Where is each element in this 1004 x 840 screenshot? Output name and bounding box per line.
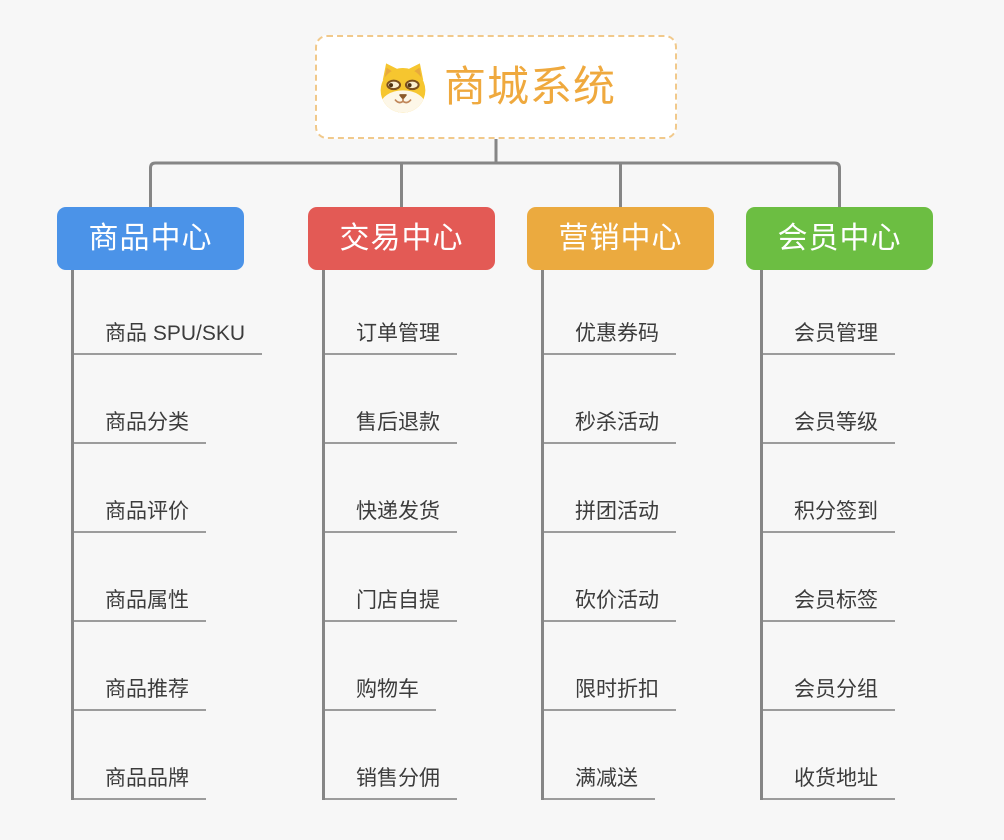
root-topic[interactable]: 商城系统 <box>315 35 677 139</box>
subtopic-item[interactable]: 满减送 <box>544 711 655 800</box>
dog-face-icon <box>380 63 426 113</box>
subtopic-item[interactable]: 砍价活动 <box>544 533 676 622</box>
subtopic-item[interactable]: 限时折扣 <box>544 622 676 711</box>
subtopic-item[interactable]: 销售分佣 <box>325 711 457 800</box>
subtopic-item[interactable]: 会员管理 <box>763 270 895 355</box>
branch-topic-marketing-center[interactable]: 营销中心 <box>527 207 714 270</box>
subtopic-item[interactable]: 会员分组 <box>763 622 895 711</box>
branch-children-trade-center: 订单管理 售后退款 快递发货 门店自提 购物车 销售分佣 <box>322 270 457 800</box>
branch-topic-product-center[interactable]: 商品中心 <box>57 207 244 270</box>
subtopic-item[interactable]: 商品 SPU/SKU <box>74 270 263 355</box>
subtopic-item[interactable]: 商品分类 <box>74 355 206 444</box>
subtopic-item[interactable]: 优惠券码 <box>544 270 676 355</box>
branch-children-product-center: 商品 SPU/SKU 商品分类 商品评价 商品属性 商品推荐 商品品牌 <box>71 270 263 800</box>
subtopic-item[interactable]: 拼团活动 <box>544 444 676 533</box>
branch-topic-trade-center[interactable]: 交易中心 <box>308 207 495 270</box>
subtopic-item[interactable]: 商品品牌 <box>74 711 206 800</box>
subtopic-item[interactable]: 秒杀活动 <box>544 355 676 444</box>
root-topic-label: 商城系统 <box>443 63 616 110</box>
subtopic-item[interactable]: 商品推荐 <box>74 622 206 711</box>
subtopic-item[interactable]: 快递发货 <box>325 444 457 533</box>
branch-children-member-center: 会员管理 会员等级 积分签到 会员标签 会员分组 收货地址 <box>760 270 895 800</box>
subtopic-item[interactable]: 商品属性 <box>74 533 206 622</box>
subtopic-item[interactable]: 售后退款 <box>325 355 457 444</box>
subtopic-item[interactable]: 购物车 <box>325 622 436 711</box>
branch-topic-member-center[interactable]: 会员中心 <box>746 207 933 270</box>
subtopic-item[interactable]: 商品评价 <box>74 444 206 533</box>
subtopic-item[interactable]: 积分签到 <box>763 444 895 533</box>
subtopic-item[interactable]: 收货地址 <box>763 711 895 800</box>
branch-children-marketing-center: 优惠券码 秒杀活动 拼团活动 砍价活动 限时折扣 满减送 <box>541 270 676 800</box>
subtopic-item[interactable]: 订单管理 <box>325 270 457 355</box>
subtopic-item[interactable]: 会员标签 <box>763 533 895 622</box>
subtopic-item[interactable]: 会员等级 <box>763 355 895 444</box>
subtopic-item[interactable]: 门店自提 <box>325 533 457 622</box>
